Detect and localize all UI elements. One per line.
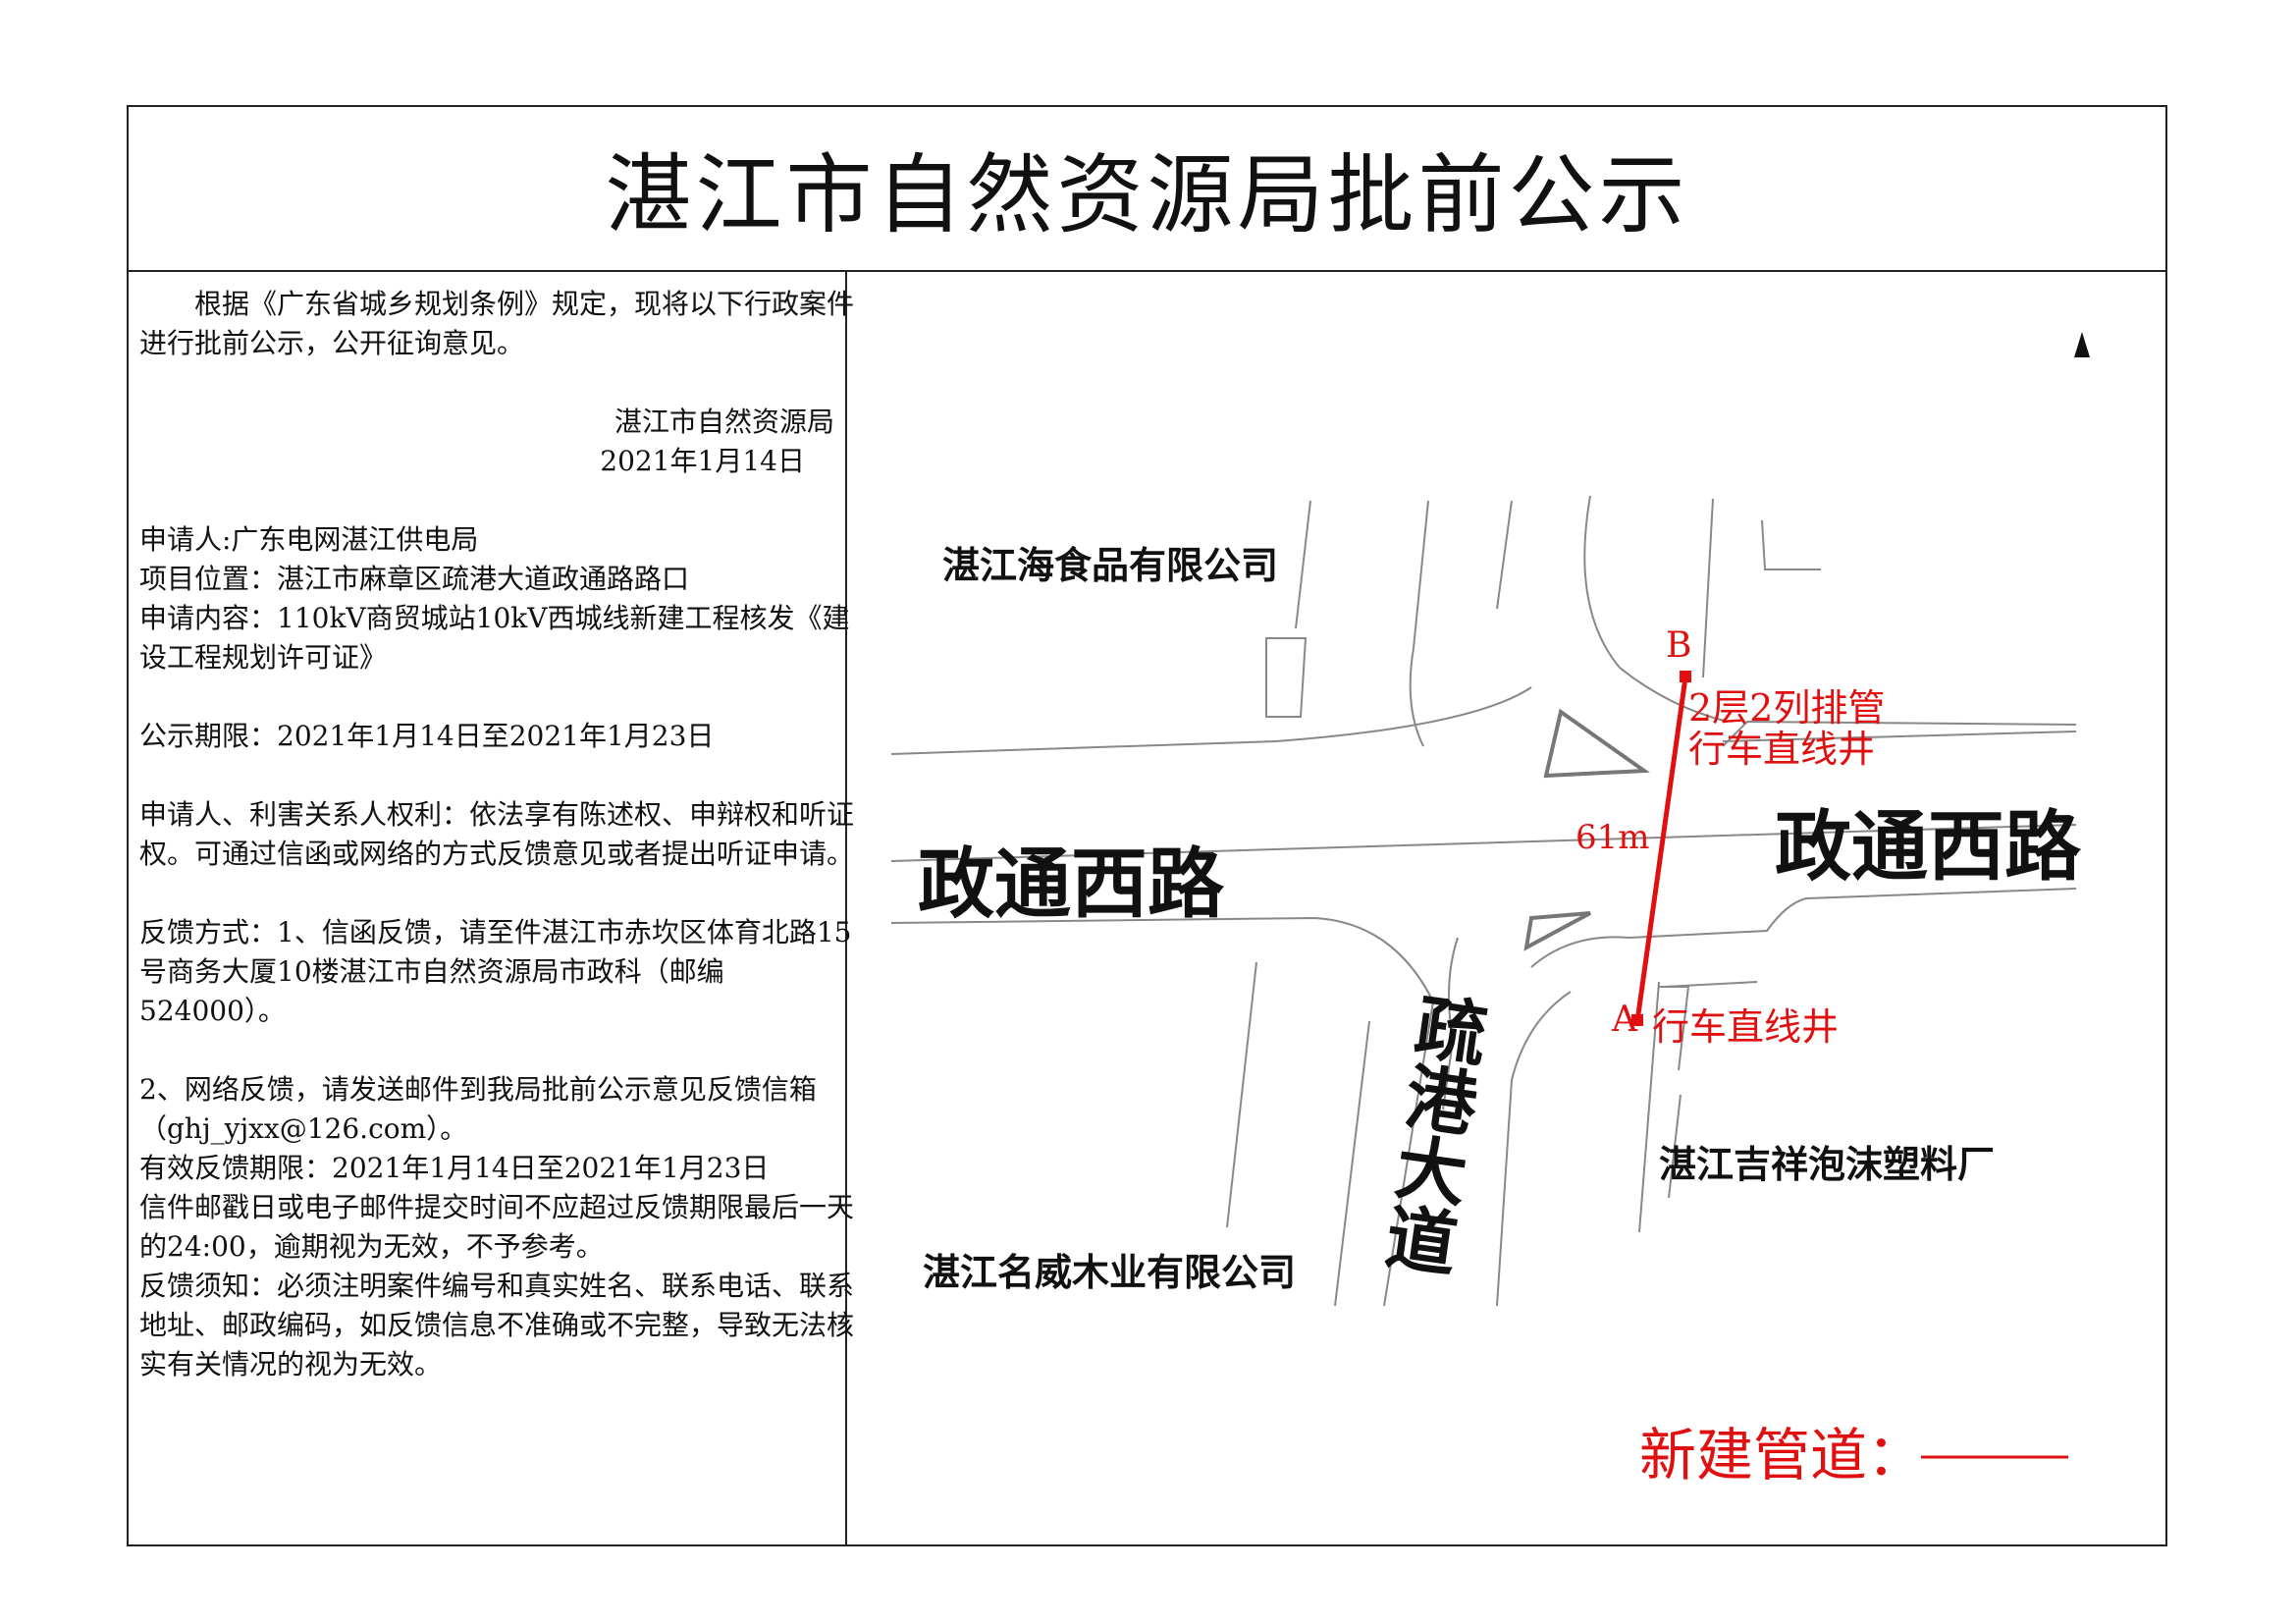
rights-text: 申请人、利害关系人权利：依法享有陈述权、申辩权和听证权。可通过信函或网络的方式反… (139, 798, 855, 870)
label-road-east: 政通西路 (1775, 802, 2082, 892)
notice-frame (127, 105, 2167, 1546)
feedback-mail: 反馈方式：1、信函反馈，请至件湛江市赤坎区体育北路15号商务大厦10楼湛江市自然… (139, 916, 852, 1027)
notice-period: 公示期限：2021年1月14日至2021年1月23日 (139, 720, 715, 752)
project-location: 项目位置：湛江市麻章区疏港大道政通路路口 (139, 563, 690, 595)
feedback-email: 2、网络反馈，请发送邮件到我局批前公示意见反馈信箱（ghj_yjxx@126.c… (139, 1073, 817, 1145)
label-company-sw: 湛江名威木业有限公司 (923, 1250, 1297, 1294)
label-road-west: 政通西路 (918, 839, 1225, 929)
deadline-note: 信件邮戳日或电子邮件提交时间不应超过反馈期限最后一天的24:00，逾期视为无效，… (139, 1191, 855, 1263)
legend-new-pipeline: 新建管道： (1639, 1422, 1925, 1489)
applicant: 申请人:广东电网湛江供电局 (139, 523, 479, 556)
new-pipeline (1634, 677, 1688, 1022)
label-well-b: 行车直线井 (1688, 728, 1876, 771)
page-title: 湛江市自然资源局批前公示 (605, 143, 1689, 245)
column-divider (845, 271, 847, 1546)
application-content: 申请内容：110kV商贸城站10kV西城线新建工程核发《建设工程规划许可证》 (139, 602, 850, 674)
islands (1523, 708, 1650, 951)
issuer: 湛江市自然资源局 (614, 406, 834, 438)
north-arrow-icon (2074, 332, 2090, 357)
label-well-a: 行车直线井 (1652, 1005, 1840, 1049)
intro-text: 根据《广东省城乡规划条例》规定，现将以下行政案件进行批前公示，公开征询意见。 (139, 288, 855, 359)
label-pipe-length: 61m (1575, 818, 1650, 857)
road-lines (890, 495, 2077, 1307)
valid-period: 有效反馈期限：2021年1月14日至2021年1月23日 (139, 1152, 770, 1184)
label-point-a: A (1612, 1000, 1637, 1040)
point-a-marker (1631, 1014, 1643, 1026)
feedback-requirements: 反馈须知：必须注明案件编号和真实姓名、联系电话、联系地址、邮政编码，如反馈信息不… (139, 1270, 855, 1380)
point-b-marker (1680, 671, 1691, 682)
label-company-nw: 湛江海食品有限公司 (942, 543, 1279, 587)
issue-date: 2021年1月14日 (600, 445, 805, 477)
label-point-b: B (1666, 625, 1692, 666)
label-company-se: 湛江吉祥泡沫塑料厂 (1659, 1142, 1996, 1186)
label-pipe-spec: 2层2列排管 (1688, 686, 1886, 730)
title-row: 湛江市自然资源局批前公示 (127, 105, 2167, 272)
notice-text: 根据《广东省城乡规划条例》规定，现将以下行政案件进行批前公示，公开征询意见。 湛… (139, 285, 856, 1384)
